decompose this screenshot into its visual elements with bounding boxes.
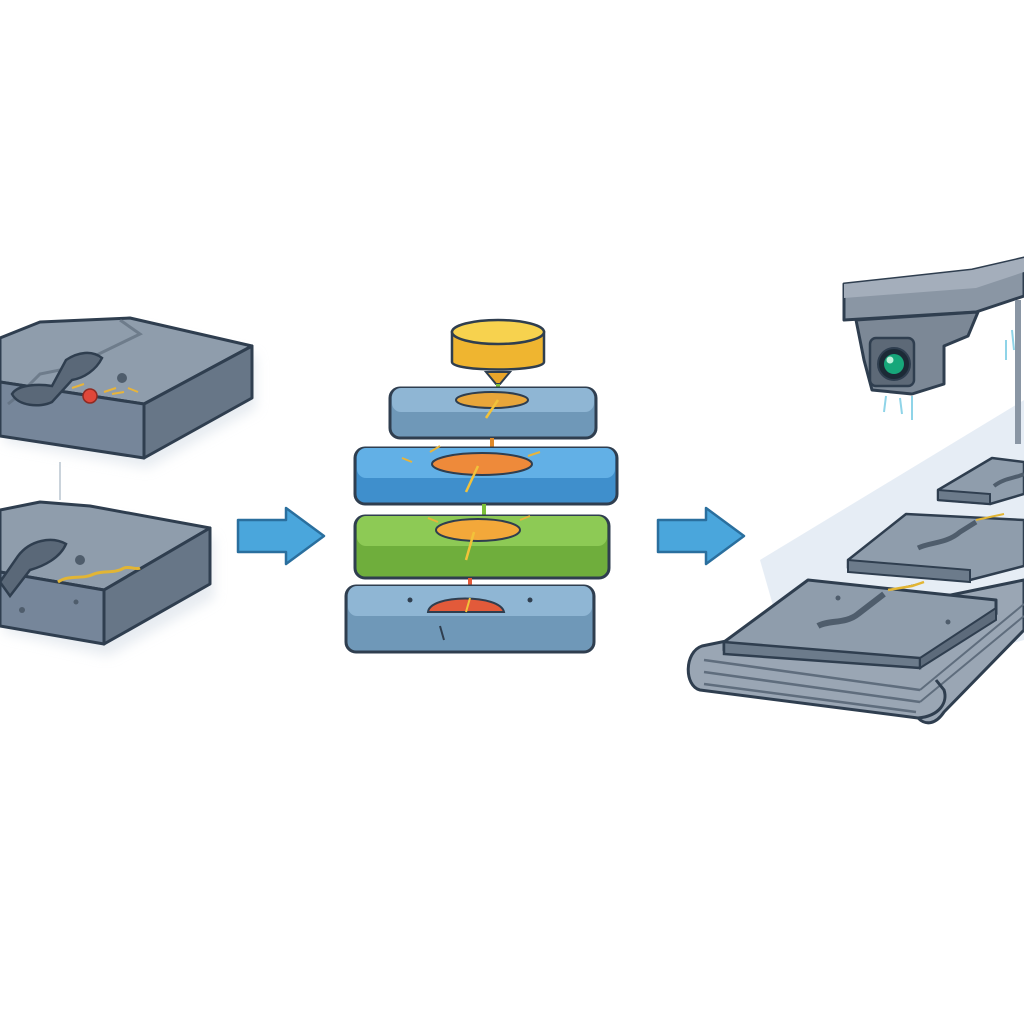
layer-3 bbox=[353, 514, 611, 594]
layer-1 bbox=[388, 386, 598, 452]
arrow-right-icon bbox=[236, 506, 326, 566]
groove-defect bbox=[10, 351, 104, 407]
crack-yellow bbox=[57, 565, 141, 584]
camera-icon bbox=[854, 310, 980, 396]
defect-dot-red bbox=[82, 388, 98, 404]
plate-near bbox=[722, 578, 998, 670]
slab-top bbox=[0, 316, 256, 468]
yellow-cap bbox=[450, 318, 546, 400]
gantry-camera bbox=[842, 256, 1024, 444]
stage-camera-inspection bbox=[686, 256, 1024, 725]
plate-far bbox=[936, 456, 1024, 506]
groove-defect bbox=[0, 538, 68, 599]
stage-layered-model bbox=[344, 318, 619, 654]
slab-bottom bbox=[0, 500, 214, 656]
arrow-right-icon bbox=[656, 506, 746, 566]
defect-dot-grey bbox=[75, 555, 85, 565]
layer-4 bbox=[344, 584, 596, 654]
layer-2 bbox=[353, 445, 619, 520]
defect-dot-grey bbox=[117, 373, 127, 383]
plate-mid bbox=[846, 512, 1024, 584]
stage-defect-samples bbox=[0, 316, 256, 656]
